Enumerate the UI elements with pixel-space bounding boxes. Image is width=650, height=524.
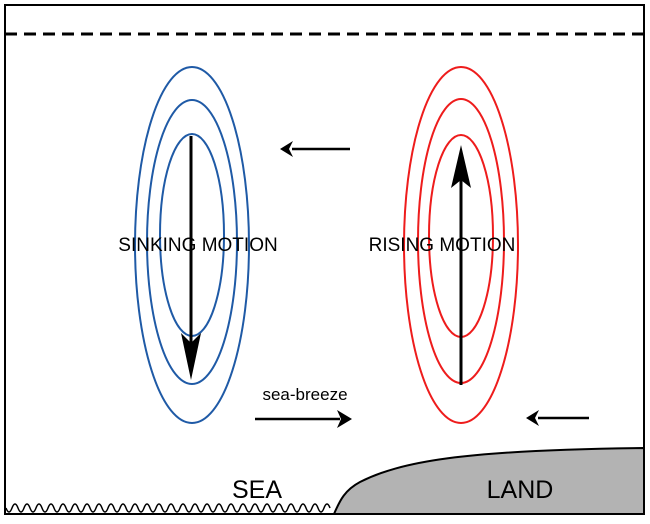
sea-breeze-label: sea-breeze [262,385,347,404]
diagram-frame [4,4,645,515]
sinking-cell [134,66,250,424]
sea-breeze-arrow [255,410,352,428]
rising-contour-outer [403,66,519,424]
sinking-contour-middle [146,99,238,385]
land-area [332,446,645,515]
sinking-motion-label: SINKING MOTION [118,235,277,256]
sinking-contour-outer [134,66,250,424]
arrow-icon [526,410,539,426]
upper-return-flow-arrow [280,141,350,157]
arrow-icon [337,410,352,428]
rising-arrow-icon [451,145,471,188]
land-inflow-arrow [526,410,589,426]
rising-motion-label: RISING MOTION [369,235,516,256]
sinking-arrow-icon [181,333,201,380]
sea-label: SEA [232,476,282,504]
wave-icon [5,503,331,513]
arrow-icon [280,141,293,157]
land-label: LAND [487,476,554,504]
rising-cell [403,66,519,424]
